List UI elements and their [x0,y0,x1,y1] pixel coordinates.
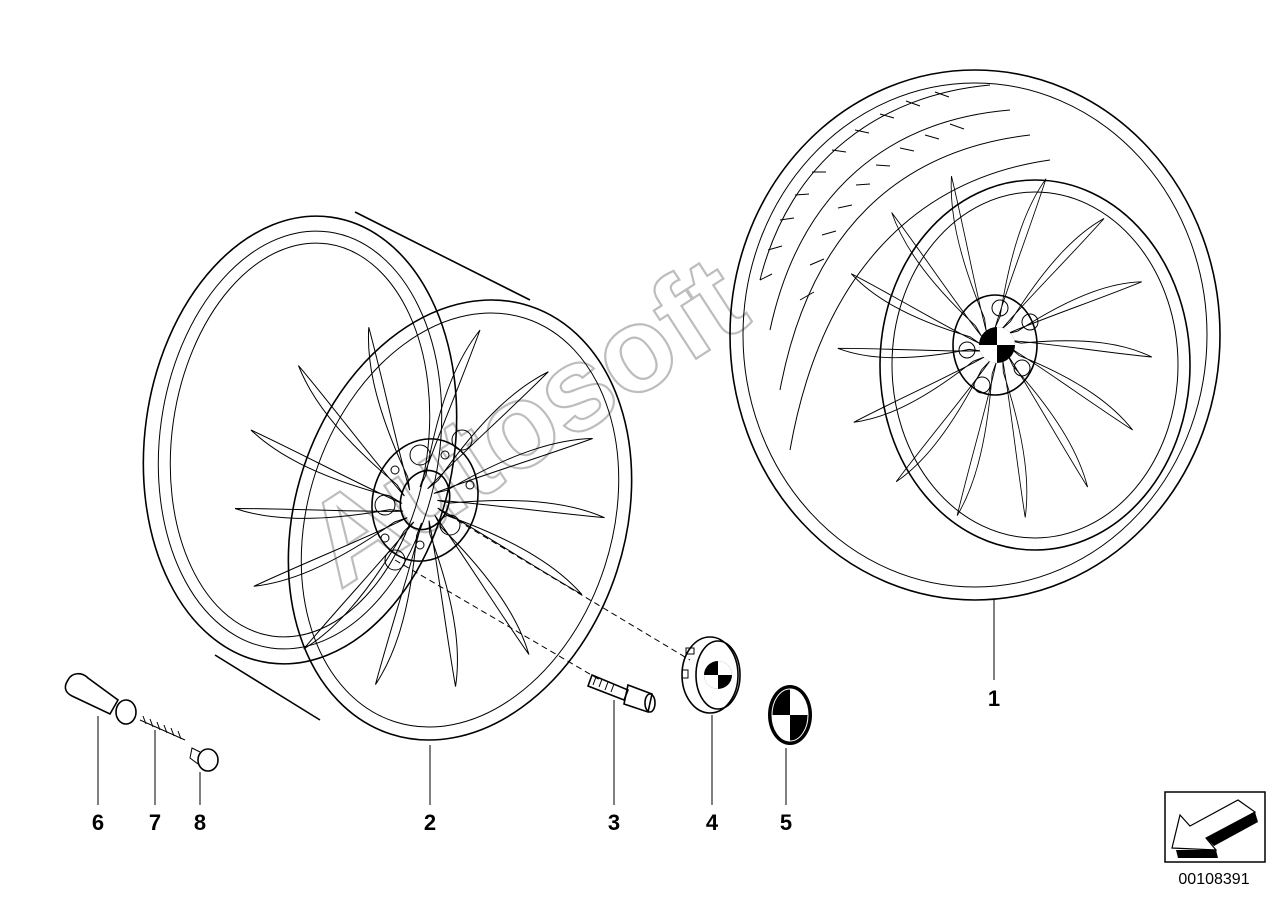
rim-illustration [142,211,633,741]
part-number-6: 6 [92,810,104,835]
wheel-with-tyre-illustration [729,69,1221,601]
wheel-bolt-illustration [586,673,656,714]
part-number-1: 1 [988,686,1000,711]
drawing-number: 00108391 [1178,871,1249,888]
watermark-text: Autosoft [281,231,768,612]
watermark: Autosoft [280,230,769,613]
part-number-7: 7 [149,810,161,835]
valve-illustration [64,672,219,772]
emblem-illustration [768,685,812,745]
part-labels: 1 2 3 4 5 6 7 8 [92,686,1000,835]
assembly-lines [394,509,691,681]
part-number-3: 3 [608,810,620,835]
hub-cap-illustration [681,636,741,714]
orientation-arrow-box [1164,791,1266,863]
part-number-8: 8 [194,810,206,835]
leader-lines [97,600,995,805]
part-number-2: 2 [424,810,436,835]
part-number-4: 4 [706,810,719,835]
part-number-5: 5 [780,810,792,835]
